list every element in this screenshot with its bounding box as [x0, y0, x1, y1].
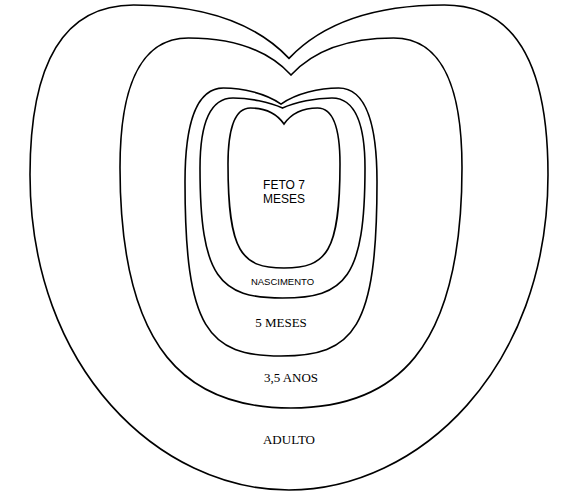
outline-path	[228, 108, 340, 268]
stage-label-box: NASCIMENTO	[228, 275, 338, 288]
outline-path	[200, 98, 365, 298]
growth-stage-region: FETO 7 MESES	[228, 108, 340, 268]
growth-stage-region: FETO 7 MESES NASCIMENTO	[200, 98, 365, 298]
stage-label: ADULTO	[260, 431, 318, 449]
stage-label-box: 3,5 ANOS	[211, 369, 371, 387]
adult-outline	[30, 5, 548, 490]
outline-path	[185, 88, 377, 356]
stage-label-box: ADULTO	[189, 431, 389, 449]
outline-path	[120, 38, 462, 408]
growth-stage-region: FETO 7 MESES NASCIMENTO 5 MESES 3,5 ANOS ADU…	[30, 5, 548, 490]
age-3-5-outline	[120, 38, 462, 408]
stage-label: 3,5 ANOS	[261, 369, 321, 387]
stage-label-box: 5 MESES	[221, 314, 341, 332]
outline-path	[30, 5, 548, 490]
stage-label-box: FETO 7 MESES	[253, 177, 315, 208]
growth-stage-region: FETO 7 MESES NASCIMENTO 5 MESES 3,5 ANOS	[120, 38, 462, 408]
stage-label: FETO 7 MESES	[253, 177, 315, 208]
stage-label: 5 MESES	[252, 314, 310, 332]
stage-label: NASCIMENTO	[248, 275, 317, 288]
growth-stage-region: FETO 7 MESES NASCIMENTO 5 MESES	[185, 88, 377, 356]
